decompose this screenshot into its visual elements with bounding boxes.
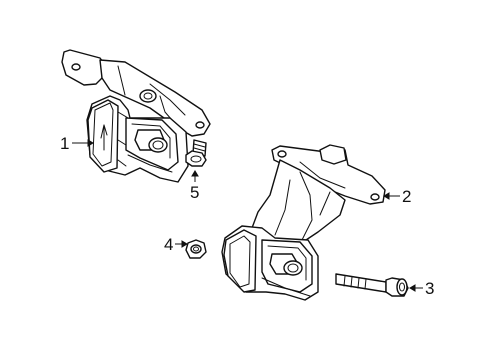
- small-bolt[interactable]: [185, 139, 207, 167]
- callout-5-label: 5: [190, 183, 199, 202]
- callout-4: 4: [164, 235, 188, 254]
- nut[interactable]: [185, 239, 207, 259]
- callout-1-label: 1: [60, 134, 69, 153]
- callout-3: 3: [409, 279, 434, 298]
- callout-4-label: 4: [164, 235, 173, 254]
- long-bolt[interactable]: [335, 273, 409, 297]
- engine-mount-upper[interactable]: [61, 49, 211, 183]
- callout-3-label: 3: [425, 279, 434, 298]
- callout-2-label: 2: [402, 187, 411, 206]
- callout-5: 5: [190, 170, 199, 202]
- engine-mount-lower[interactable]: [221, 144, 386, 301]
- callout-2: 2: [383, 187, 411, 206]
- callout-1: 1: [60, 134, 94, 153]
